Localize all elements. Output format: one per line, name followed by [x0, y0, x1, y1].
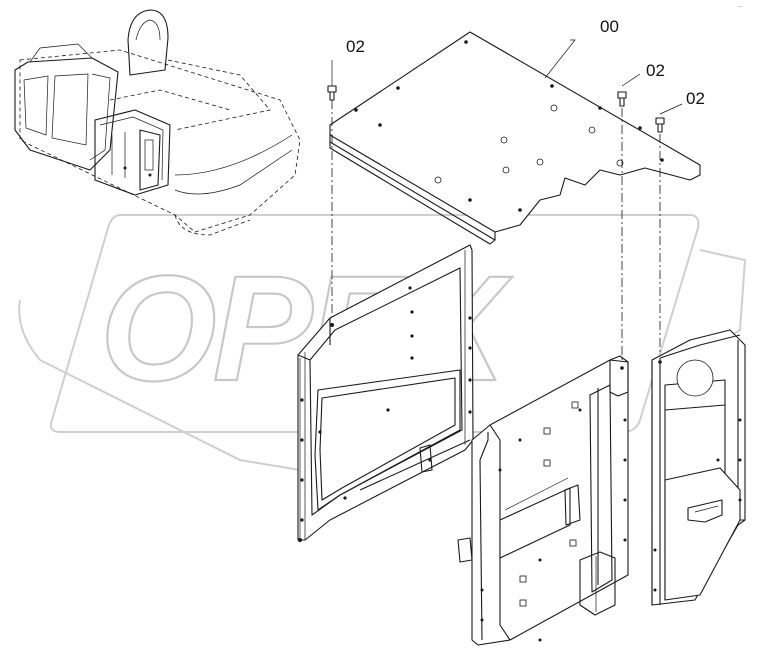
callout-labels: 00 02 02 02: [346, 17, 705, 108]
callout-00: 00: [600, 17, 619, 36]
callout-02-a: 02: [346, 37, 365, 56]
bolt-02-b: [617, 73, 641, 107]
corner-mark: —: [738, 4, 742, 9]
right-cover-panel: [651, 329, 746, 606]
assembly-centerlines: [331, 39, 661, 362]
left-frame-holes: [298, 286, 472, 542]
right-cover-holes: [653, 360, 742, 592]
left-frame-panel: [297, 244, 474, 542]
top-plate-holes: [354, 40, 664, 212]
excavator-overview: [14, 9, 301, 236]
callout-02-b: 02: [646, 61, 665, 80]
center-frame-panel: [457, 355, 629, 646]
bolt-02-a: [327, 60, 337, 101]
callout-02-c: 02: [686, 89, 705, 108]
top-plate-00: [329, 31, 701, 245]
center-frame-holes: [480, 366, 627, 642]
bolt-02-c: [655, 103, 683, 133]
